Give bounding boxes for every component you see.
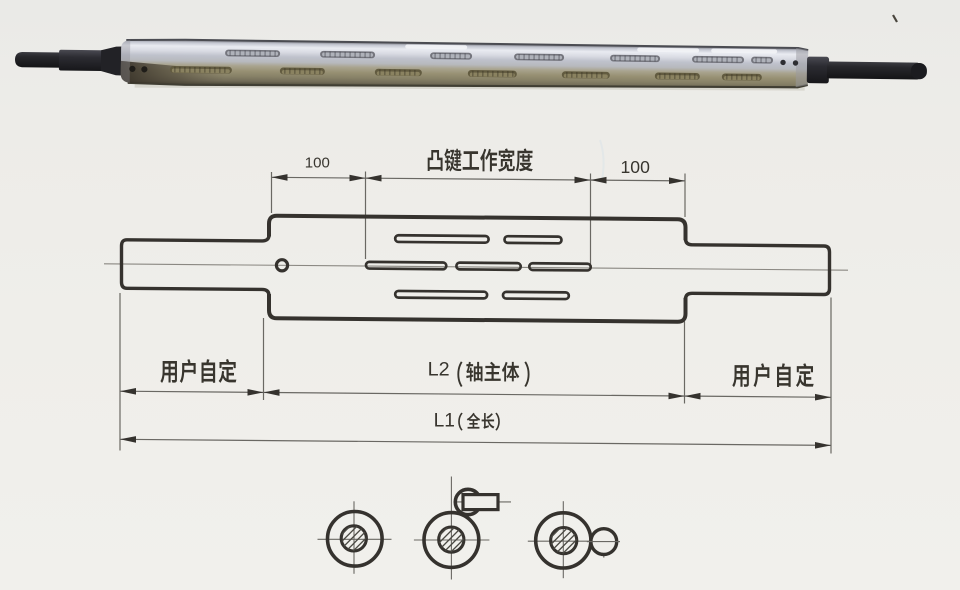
svg-text:L1: L1 [434, 411, 455, 432]
svg-text:100: 100 [621, 157, 651, 177]
svg-text:L2: L2 [428, 359, 450, 381]
svg-text:100: 100 [305, 155, 330, 172]
